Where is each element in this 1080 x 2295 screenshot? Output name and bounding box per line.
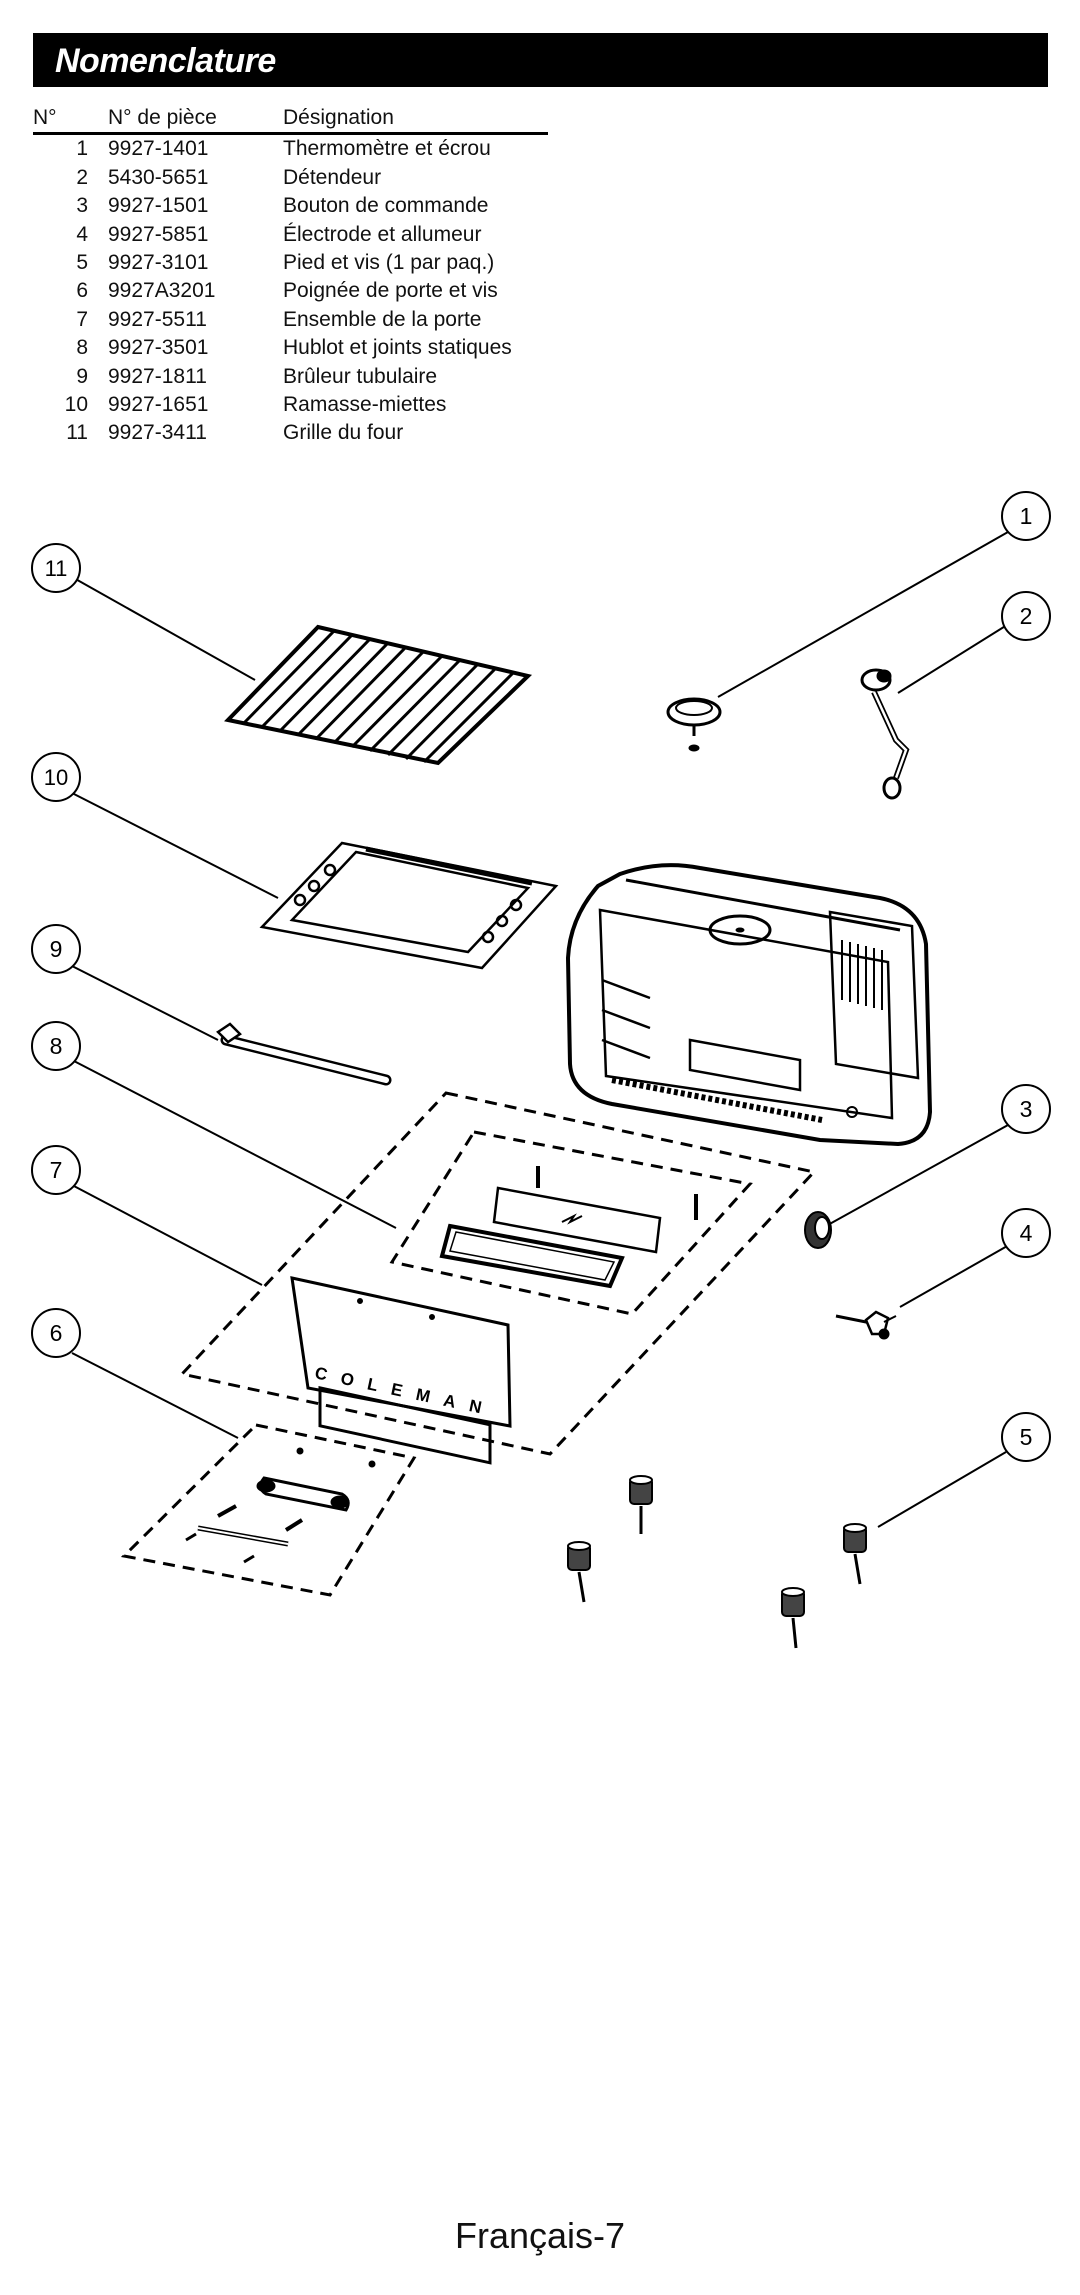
header-bar: Nomenclature [33,33,1048,87]
callout-label: 6 [50,1320,63,1346]
table-row: 5 9927-3101 Pied et vis (1 par paq.) [33,249,548,277]
table-row: 4 9927-5851 Électrode et allumeur [33,221,548,249]
row-part-number: 9927-1651 [108,393,209,417]
feet-illustration [567,1475,867,1649]
callout-label: 9 [50,936,63,962]
callout-label: 1 [1020,503,1033,529]
row-designation: Bouton de commande [283,194,489,218]
row-number: 8 [76,336,88,360]
thermometer-illustration [666,697,722,752]
row-designation: Ensemble de la porte [283,307,482,331]
parts-table: N° N° de pièce Désignation 1 9927-1401 The… [33,104,548,448]
table-row: 7 9927-5511 Ensemble de la porte [33,306,548,334]
column-header-number: N° [33,104,108,136]
callout-1: 1 [1001,491,1051,541]
callout-10: 10 [31,752,81,802]
row-number: 3 [76,194,88,218]
row-part-number: 9927-3411 [108,421,207,445]
column-header-part-number: N° de pièce [108,104,283,136]
row-number: 4 [76,222,88,246]
callout-label: 4 [1020,1220,1033,1246]
row-designation: Grille du four [283,421,404,445]
callout-2: 2 [1001,591,1051,641]
table-row: 9 9927-1811 Brûleur tubulaire [33,363,548,391]
callout-4: 4 [1001,1208,1051,1258]
page-title: Nomenclature [55,42,276,80]
control-knob-illustration [804,1211,832,1249]
door-assembly-illustration: COLEMAN [179,1091,817,1465]
callout-label: 7 [50,1157,63,1183]
row-number: 7 [76,307,88,331]
callout-label: 8 [50,1033,63,1059]
row-designation: Ramasse-miettes [283,393,447,417]
callout-3: 3 [1001,1084,1051,1134]
table-row: 6 9927A3201 Poignée de porte et vis [33,277,548,305]
row-part-number: 9927-5511 [108,307,207,331]
row-designation: Poignée de porte et vis [283,279,498,303]
row-part-number: 9927-1811 [108,364,207,388]
oven-rack-illustration [224,624,533,766]
row-part-number: 5430-5651 [108,165,209,189]
column-header-designation: Désignation [283,104,548,136]
row-number: 6 [76,279,88,303]
leader-lines [71,531,1010,1528]
callout-9: 9 [31,924,81,974]
callout-8: 8 [31,1021,81,1071]
table-row: 3 9927-1501 Bouton de commande [33,192,548,220]
table-row: 11 9927-3411 Grille du four [33,419,548,447]
row-part-number: 9927-5851 [108,222,209,246]
row-number: 1 [76,137,88,161]
row-designation: Électrode et allumeur [283,222,482,246]
row-number: 9 [76,364,88,388]
callout-11: 11 [31,543,81,593]
row-designation: Brûleur tubulaire [283,364,438,388]
callout-7: 7 [31,1145,81,1195]
door-handle-illustration [120,1423,417,1597]
table-row: 1 9927-1401 Thermomètre et écrou [33,134,548,164]
row-designation: Thermomètre et écrou [283,137,491,161]
crumb-tray-illustration [259,841,559,970]
callout-label: 11 [45,556,68,581]
table-header-row: N° N° de pièce Désignation [33,104,548,136]
row-designation: Détendeur [283,165,382,189]
page-footer-label: Français-7 [454,2215,626,2256]
callout-label: 5 [1020,1424,1033,1450]
electrode-illustration [835,1310,897,1340]
callout-label: 3 [1020,1096,1033,1122]
row-part-number: 9927-1401 [108,137,209,161]
callout-label: 2 [1020,603,1033,629]
row-part-number: 9927-3501 [108,336,209,360]
oven-body-illustration [565,863,933,1147]
burner-tube-illustration [216,1022,392,1086]
table-row: 10 9927-1651 Ramasse-miettes [33,391,548,419]
row-part-number: 9927A3201 [108,279,216,303]
callout-6: 6 [31,1308,81,1358]
table-row: 2 5430-5651 Détendeur [33,164,548,192]
regulator-illustration [860,668,910,800]
row-designation: Hublot et joints statiques [283,336,512,360]
window-seals-illustration [389,1130,753,1316]
row-number: 2 [76,165,88,189]
row-number: 10 [64,393,88,417]
row-designation: Pied et vis (1 par paq.) [283,251,495,275]
table-row: 8 9927-3501 Hublot et joints statiques [33,334,548,362]
callout-label: 10 [44,765,68,790]
row-part-number: 9927-1501 [108,194,209,218]
row-part-number: 9927-3101 [108,251,209,275]
row-number: 11 [66,421,88,445]
callout-5: 5 [1001,1412,1051,1462]
row-number: 5 [76,251,88,275]
